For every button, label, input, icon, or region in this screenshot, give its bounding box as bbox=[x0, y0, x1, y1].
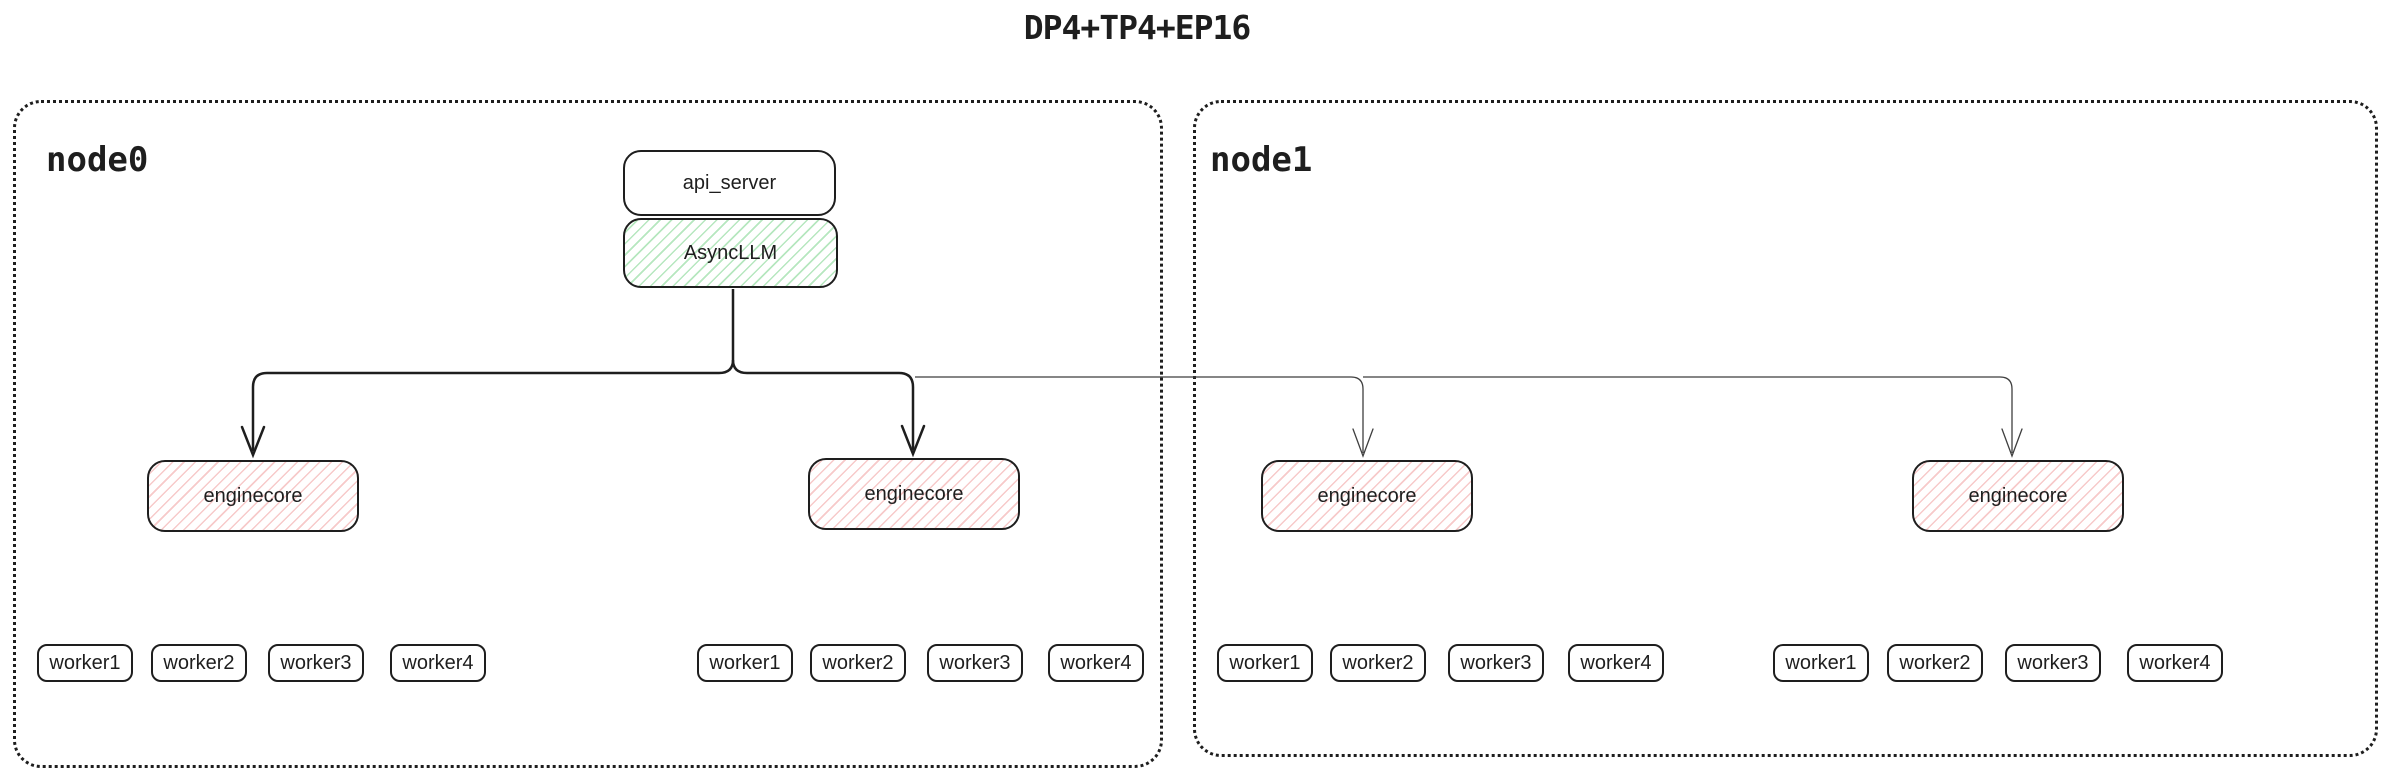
api-server-box: api_server bbox=[623, 150, 836, 216]
worker-box: worker1 bbox=[697, 644, 793, 682]
worker-box: worker4 bbox=[2127, 644, 2223, 682]
worker-label: worker4 bbox=[1580, 651, 1652, 674]
worker-box: worker2 bbox=[151, 644, 247, 682]
worker-label: worker1 bbox=[1229, 651, 1301, 674]
worker-box: worker1 bbox=[1773, 644, 1869, 682]
worker-label: worker4 bbox=[2139, 651, 2211, 674]
enginecore-box-3: enginecore bbox=[1261, 460, 1473, 532]
asyncllm-label: AsyncLLM bbox=[683, 241, 778, 264]
enginecore-box-2: enginecore bbox=[808, 458, 1020, 530]
worker-box: worker2 bbox=[1887, 644, 1983, 682]
worker-label: worker2 bbox=[1342, 651, 1414, 674]
worker-label: worker3 bbox=[939, 651, 1011, 674]
worker-box: worker1 bbox=[1217, 644, 1313, 682]
worker-box: worker4 bbox=[1048, 644, 1144, 682]
worker-label: worker4 bbox=[402, 651, 474, 674]
node1-label: node1 bbox=[1210, 140, 1313, 180]
enginecore-box-1: enginecore bbox=[147, 460, 359, 532]
worker-box: worker3 bbox=[268, 644, 364, 682]
worker-box: worker4 bbox=[1568, 644, 1664, 682]
enginecore-label: enginecore bbox=[1317, 484, 1417, 507]
enginecore-label: enginecore bbox=[203, 484, 303, 507]
diagram-title: DP4+TP4+EP16 bbox=[1023, 8, 1251, 47]
node0-label: node0 bbox=[46, 140, 149, 180]
asyncllm-box: AsyncLLM bbox=[623, 218, 838, 288]
enginecore-box-4: enginecore bbox=[1912, 460, 2124, 532]
worker-box: worker2 bbox=[1330, 644, 1426, 682]
worker-label: worker3 bbox=[1460, 651, 1532, 674]
worker-label: worker1 bbox=[1785, 651, 1857, 674]
worker-box: worker2 bbox=[810, 644, 906, 682]
enginecore-label: enginecore bbox=[1968, 484, 2068, 507]
worker-label: worker3 bbox=[2017, 651, 2089, 674]
worker-box: worker4 bbox=[390, 644, 486, 682]
api-server-label: api_server bbox=[682, 171, 777, 194]
worker-box: worker3 bbox=[1448, 644, 1544, 682]
enginecore-label: enginecore bbox=[864, 482, 964, 505]
worker-box: worker3 bbox=[927, 644, 1023, 682]
worker-box: worker1 bbox=[37, 644, 133, 682]
worker-label: worker1 bbox=[709, 651, 781, 674]
worker-box: worker3 bbox=[2005, 644, 2101, 682]
worker-label: worker2 bbox=[163, 651, 235, 674]
worker-label: worker2 bbox=[822, 651, 894, 674]
worker-label: worker4 bbox=[1060, 651, 1132, 674]
worker-label: worker1 bbox=[49, 651, 121, 674]
worker-label: worker2 bbox=[1899, 651, 1971, 674]
worker-label: worker3 bbox=[280, 651, 352, 674]
